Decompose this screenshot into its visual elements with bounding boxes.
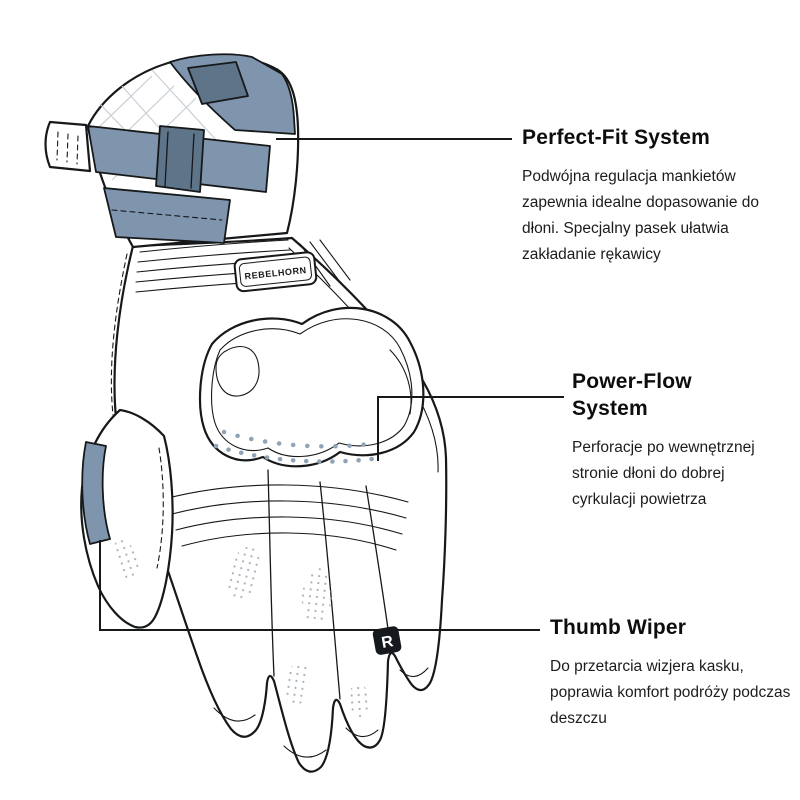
flex-lines — [167, 484, 409, 551]
callout-lines — [99, 138, 564, 631]
callout-title-thumb-wiper: Thumb Wiper — [550, 616, 687, 639]
rebelhorn-logo-patch: R — [372, 626, 402, 655]
velcro-tab — [44, 120, 92, 173]
brand-plate: REBELHORN — [233, 251, 318, 293]
left-edge-stitching — [110, 253, 128, 416]
callout-thumb-wiper: Thumb Wiper Do przetarcia wizjera kasku,… — [550, 614, 800, 732]
thumb — [80, 408, 174, 629]
perforation-dots — [213, 429, 383, 464]
fingertip-caps — [213, 667, 429, 758]
callout-body-thumb-wiper: Do przetarcia wizjera kasku, poprawia ko… — [550, 658, 791, 727]
callout-body-power-flow: Perforacje po wewnętrznej stronie dłoni … — [572, 439, 755, 508]
callout-perfect-fit: Perfect-Fit System Podwójna regulacja ma… — [522, 124, 774, 268]
callout-line-power-flow — [377, 396, 564, 461]
callout-title-perfect-fit: Perfect-Fit System — [522, 126, 710, 149]
glove: R — [44, 53, 448, 773]
callout-line-thumb-wiper — [99, 540, 540, 631]
callout-body-perfect-fit: Podwójna regulacja mankietów zapewnia id… — [522, 168, 759, 263]
cuff — [44, 53, 300, 249]
cuff-top-panel-insert — [187, 61, 249, 105]
callout-title-power-flow: Power-Flow System — [572, 370, 692, 420]
strap-buckle — [155, 125, 205, 193]
logo-letter: R — [380, 633, 395, 652]
callout-power-flow: Power-Flow System Perforacje po wewnętrz… — [572, 368, 786, 513]
grip-pads — [227, 546, 370, 717]
knuckle-protector — [198, 306, 425, 468]
